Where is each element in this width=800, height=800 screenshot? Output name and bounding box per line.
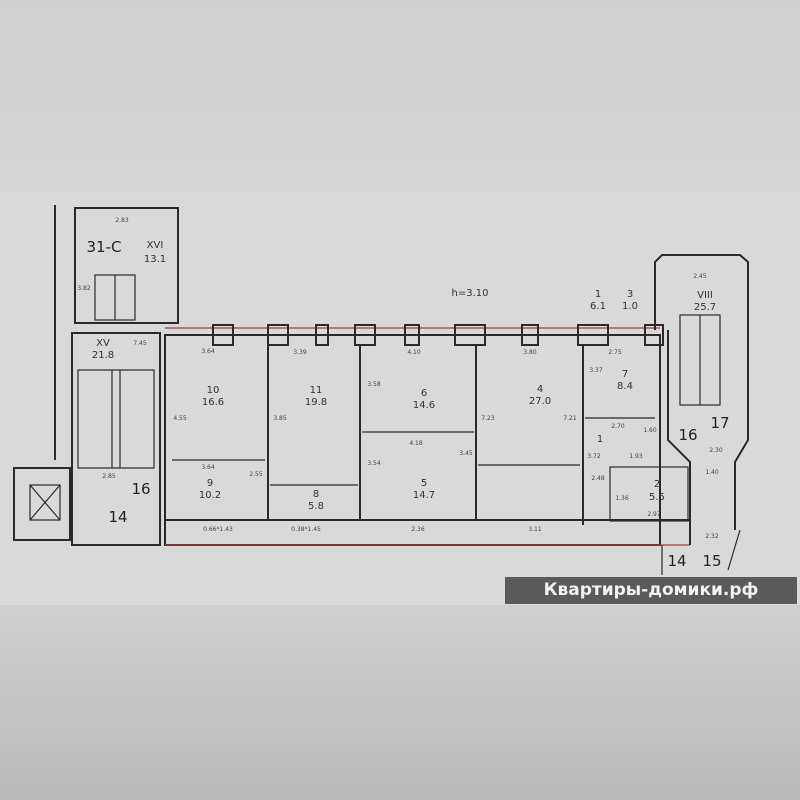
- partitions: [165, 345, 690, 525]
- svg-text:6: 6: [421, 388, 427, 399]
- svg-text:2.30: 2.30: [709, 447, 723, 454]
- stair-block-xv: [71, 332, 161, 546]
- svg-text:14: 14: [108, 508, 127, 526]
- svg-text:16: 16: [678, 426, 697, 444]
- svg-text:4.55: 4.55: [173, 415, 187, 422]
- svg-text:4.10: 4.10: [407, 349, 421, 356]
- svg-text:1.40: 1.40: [705, 469, 719, 476]
- svg-text:1.93: 1.93: [629, 453, 643, 460]
- svg-text:XVI: XVI: [147, 240, 164, 251]
- svg-text:5.5: 5.5: [649, 492, 665, 503]
- svg-text:6.1: 6.1: [590, 301, 606, 312]
- watermark: Квартиры-домики.рф: [505, 577, 797, 604]
- svg-text:16: 16: [131, 480, 150, 498]
- building-code: 31-C: [87, 238, 122, 256]
- stairs-xvi: [94, 274, 136, 321]
- svg-text:5: 5: [421, 478, 427, 489]
- svg-text:7: 7: [622, 369, 628, 380]
- svg-text:10.2: 10.2: [199, 490, 221, 501]
- svg-text:0.66*1.43: 0.66*1.43: [203, 526, 233, 533]
- svg-text:3.45: 3.45: [459, 450, 473, 457]
- svg-text:0.38*1.45: 0.38*1.45: [291, 526, 321, 533]
- svg-text:2.75: 2.75: [608, 349, 622, 356]
- svg-text:14: 14: [667, 552, 686, 570]
- svg-text:2.32: 2.32: [705, 533, 719, 540]
- svg-text:7.45: 7.45: [133, 340, 147, 347]
- elevator-shaft: [13, 467, 71, 541]
- svg-text:VIII: VIII: [697, 290, 713, 301]
- svg-text:7.21: 7.21: [563, 415, 577, 422]
- stairs-xv: [77, 369, 155, 469]
- svg-text:19.8: 19.8: [305, 397, 327, 408]
- svg-text:1: 1: [595, 289, 601, 300]
- neighbor-numbers: 16 14 16 17 14 15: [108, 414, 729, 570]
- floor-plan-paper: [0, 192, 800, 605]
- svg-text:2.85: 2.85: [102, 473, 116, 480]
- svg-text:1.60: 1.60: [643, 427, 657, 434]
- svg-text:7.23: 7.23: [481, 415, 495, 422]
- svg-text:3.64: 3.64: [201, 348, 215, 355]
- window-piers: [212, 324, 664, 346]
- svg-text:9: 9: [207, 478, 213, 489]
- svg-text:16.6: 16.6: [202, 397, 224, 408]
- svg-text:5.8: 5.8: [308, 501, 324, 512]
- svg-text:21.8: 21.8: [92, 350, 114, 361]
- svg-text:3.80: 3.80: [523, 349, 537, 356]
- svg-text:2.55: 2.55: [249, 471, 263, 478]
- svg-text:27.0: 27.0: [529, 396, 551, 407]
- svg-text:3.72: 3.72: [587, 453, 601, 460]
- svg-text:4: 4: [537, 384, 543, 395]
- svg-text:10: 10: [207, 385, 220, 396]
- svg-text:3: 3: [627, 289, 633, 300]
- ceiling-height: h=3.10: [452, 288, 489, 299]
- svg-text:13.1: 13.1: [144, 254, 166, 265]
- svg-text:1.0: 1.0: [622, 301, 638, 312]
- svg-text:17: 17: [710, 414, 729, 432]
- svg-text:11: 11: [310, 385, 323, 396]
- svg-text:XV: XV: [96, 338, 110, 349]
- svg-text:3.37: 3.37: [589, 367, 603, 374]
- svg-text:3.58: 3.58: [367, 381, 381, 388]
- svg-text:3.54: 3.54: [367, 460, 381, 467]
- svg-text:8.4: 8.4: [617, 381, 633, 392]
- svg-text:1.36: 1.36: [615, 495, 629, 502]
- svg-text:3.64: 3.64: [201, 464, 215, 471]
- stair-block-xvi: [74, 207, 179, 324]
- stair-block-viii: [654, 254, 749, 545]
- svg-text:1: 1: [597, 434, 603, 445]
- svg-text:4.18: 4.18: [409, 440, 423, 447]
- svg-text:2.70: 2.70: [611, 423, 625, 430]
- blurred-background-top: [0, 0, 800, 192]
- svg-text:3.11: 3.11: [528, 526, 542, 533]
- dimension-labels: 2.83 3.82 7.45 2.85 3.64 3.39 4.10 3.80 …: [77, 217, 723, 540]
- svg-text:2.83: 2.83: [115, 217, 129, 224]
- svg-text:2.45: 2.45: [693, 273, 707, 280]
- svg-text:2.36: 2.36: [411, 526, 425, 533]
- svg-text:2.48: 2.48: [591, 475, 605, 482]
- svg-text:15: 15: [702, 552, 721, 570]
- svg-text:25.7: 25.7: [694, 302, 716, 313]
- svg-text:14.7: 14.7: [413, 490, 435, 501]
- svg-text:14.6: 14.6: [413, 400, 435, 411]
- blurred-background-bottom: [0, 605, 800, 800]
- svg-text:2.97: 2.97: [647, 511, 661, 518]
- svg-text:3.39: 3.39: [293, 349, 307, 356]
- svg-text:2: 2: [654, 479, 660, 490]
- svg-text:3.85: 3.85: [273, 415, 287, 422]
- svg-text:8: 8: [313, 489, 319, 500]
- svg-text:3.82: 3.82: [77, 285, 91, 292]
